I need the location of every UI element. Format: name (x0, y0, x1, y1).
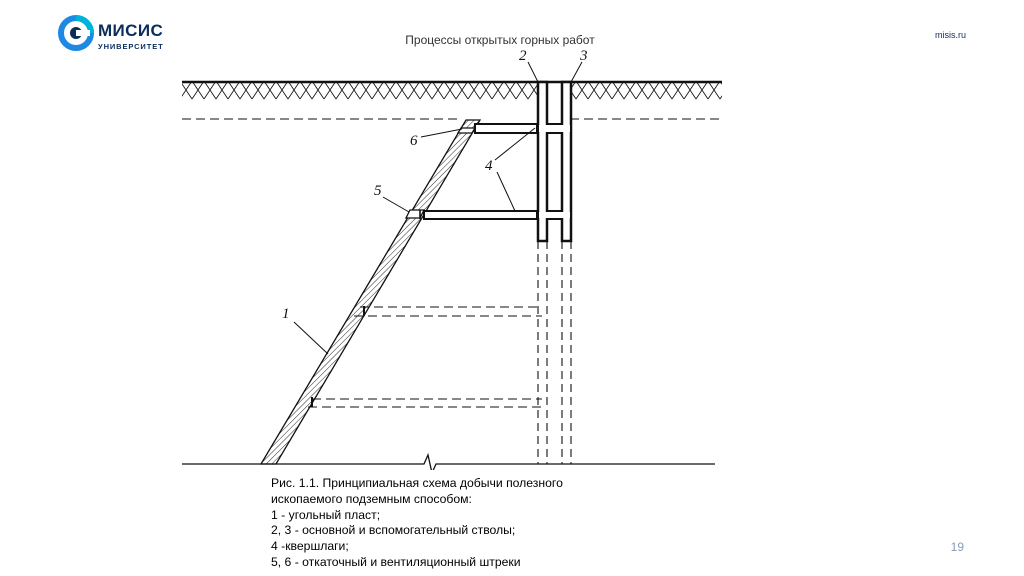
level-lines (182, 118, 722, 408)
caption-line: 5, 6 - откаточный и вентиляционный штрек… (271, 554, 521, 569)
label-1: 1 (282, 306, 290, 322)
caption-line: 1 - угольный пласт; (271, 507, 381, 522)
caption-line: Рис. 1.1. Принципиальная схема добычи по… (271, 476, 563, 490)
figure-caption: Рис. 1.1. Принципиальная схема добычи по… (271, 476, 691, 571)
label-5: 5 (374, 183, 382, 199)
auxiliary-shaft (560, 80, 573, 243)
misis-logo-icon (58, 15, 94, 51)
shaft-connections (539, 123, 570, 220)
seam-level-ticks (311, 306, 365, 407)
brand-logo[interactable]: МИСИС УНИВЕРСИТЕТ (58, 15, 168, 57)
coal-seam (259, 119, 482, 465)
label-2: 2 (519, 48, 527, 64)
page-number: 19 (950, 540, 964, 554)
bottom-boundary (182, 452, 715, 470)
caption-line: 2, 3 - основной и вспомогательный стволы… (271, 523, 516, 538)
main-shaft (536, 80, 549, 243)
haulage-drift (404, 209, 538, 220)
brand-name: МИСИС (98, 21, 164, 40)
shaft-continuation (537, 241, 572, 464)
caption-line: 4 -квершлаги; (271, 539, 349, 554)
ground-surface (182, 80, 722, 101)
caption-line: ископаемого подземным способом: (271, 491, 472, 506)
label-4: 4 (485, 158, 493, 174)
leader-lines (293, 61, 583, 355)
label-3: 3 (579, 48, 588, 64)
mining-scheme-diagram: 1 2 3 4 5 6 (182, 48, 722, 470)
label-6: 6 (410, 133, 418, 149)
page-title: Процессы открытых горных работ (405, 33, 595, 47)
brand-subtitle: УНИВЕРСИТЕТ (98, 42, 164, 51)
site-link[interactable]: misis.ru (935, 30, 966, 40)
